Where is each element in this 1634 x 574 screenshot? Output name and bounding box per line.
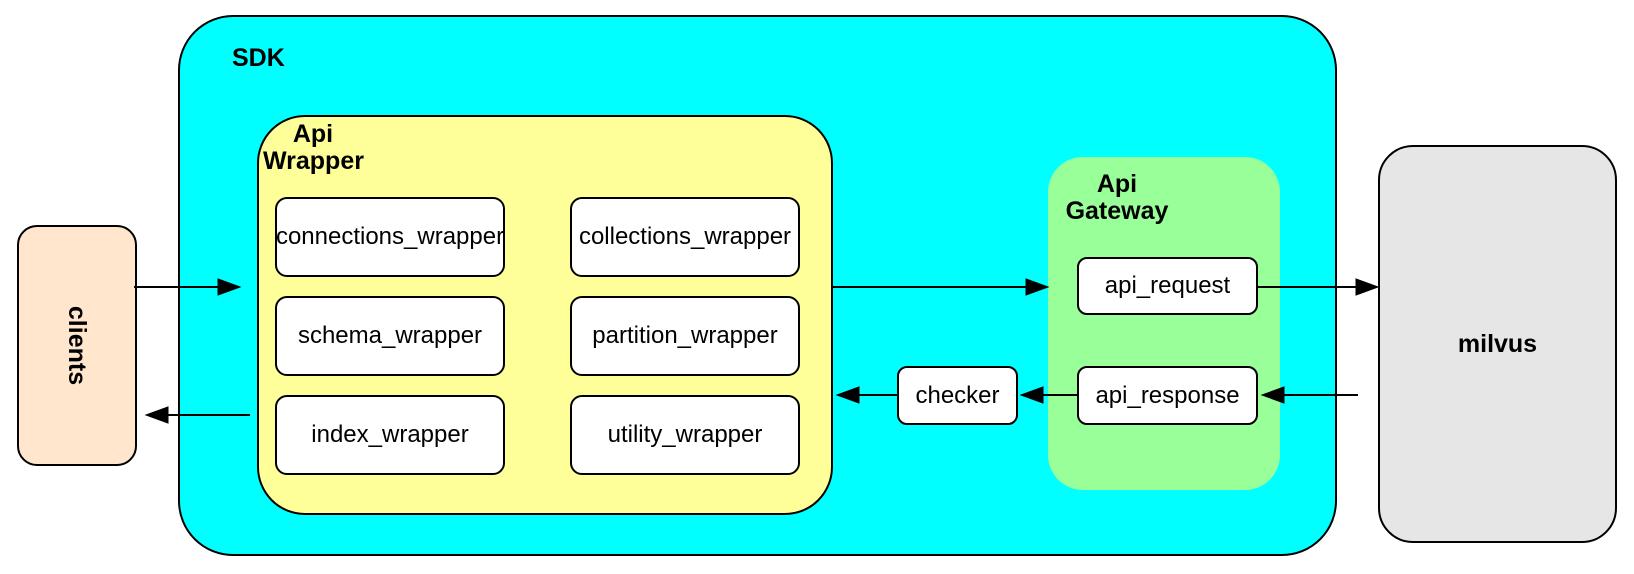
milvus-label: milvus bbox=[1457, 329, 1538, 358]
node-utility-wrapper: utility_wrapper bbox=[570, 395, 800, 475]
api-wrapper-grid: connections_wrapper collections_wrapper … bbox=[275, 197, 800, 475]
api-gateway-container: Api Gateway api_request api_response bbox=[1048, 157, 1280, 490]
clients-box: clients bbox=[17, 225, 137, 466]
node-connections-wrapper: connections_wrapper bbox=[275, 197, 505, 277]
api-gateway-title-line2: Gateway bbox=[1065, 197, 1169, 225]
checker-box: checker bbox=[897, 366, 1018, 425]
api-wrapper-title: Api Wrapper bbox=[263, 120, 364, 175]
node-collections-wrapper: collections_wrapper bbox=[570, 197, 800, 277]
api-wrapper-container: Api Wrapper connections_wrapper collecti… bbox=[257, 115, 833, 515]
sdk-container: SDK Api Wrapper connections_wrapper coll… bbox=[178, 15, 1337, 556]
node-partition-wrapper: partition_wrapper bbox=[570, 296, 800, 376]
node-schema-wrapper: schema_wrapper bbox=[275, 296, 505, 376]
milvus-box: milvus bbox=[1378, 145, 1617, 543]
api-wrapper-title-line1: Api bbox=[292, 120, 334, 148]
api-wrapper-title-line2: Wrapper bbox=[263, 147, 364, 175]
api-response-box: api_response bbox=[1077, 366, 1258, 425]
api-request-box: api_request bbox=[1077, 257, 1258, 315]
clients-label: clients bbox=[63, 305, 92, 386]
api-gateway-title: Api Gateway bbox=[1048, 171, 1186, 225]
api-gateway-title-line1: Api bbox=[1096, 170, 1138, 198]
sdk-title: SDK bbox=[232, 44, 285, 72]
node-index-wrapper: index_wrapper bbox=[275, 395, 505, 475]
